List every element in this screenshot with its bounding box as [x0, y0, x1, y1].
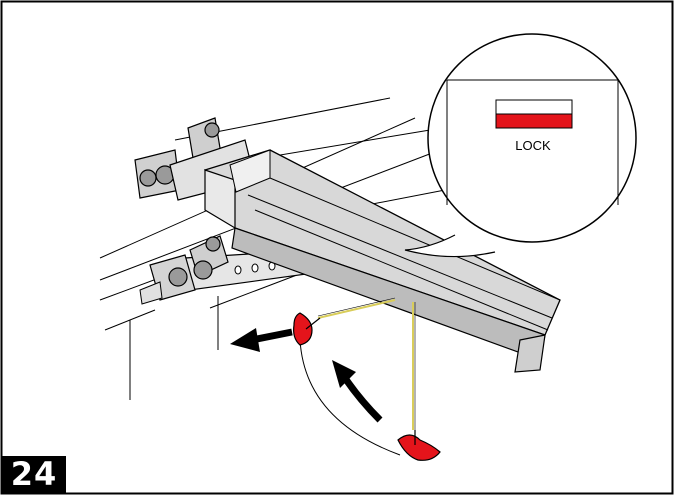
- step-number-badge: 24: [2, 456, 66, 493]
- release-rope: [317, 299, 414, 430]
- lock-label: LOCK: [515, 138, 551, 153]
- swing-path: [299, 339, 401, 456]
- t-handle-icon: [397, 430, 441, 461]
- opener-rail: [204, 149, 561, 373]
- lock-indicator-icon: [495, 99, 573, 129]
- arrow-left-icon: [230, 328, 293, 352]
- lock-callout: LOCK: [404, 33, 637, 258]
- t-handle-icon: [293, 312, 321, 346]
- curved-arrow-icon: [332, 360, 383, 423]
- header-lines: [99, 97, 446, 400]
